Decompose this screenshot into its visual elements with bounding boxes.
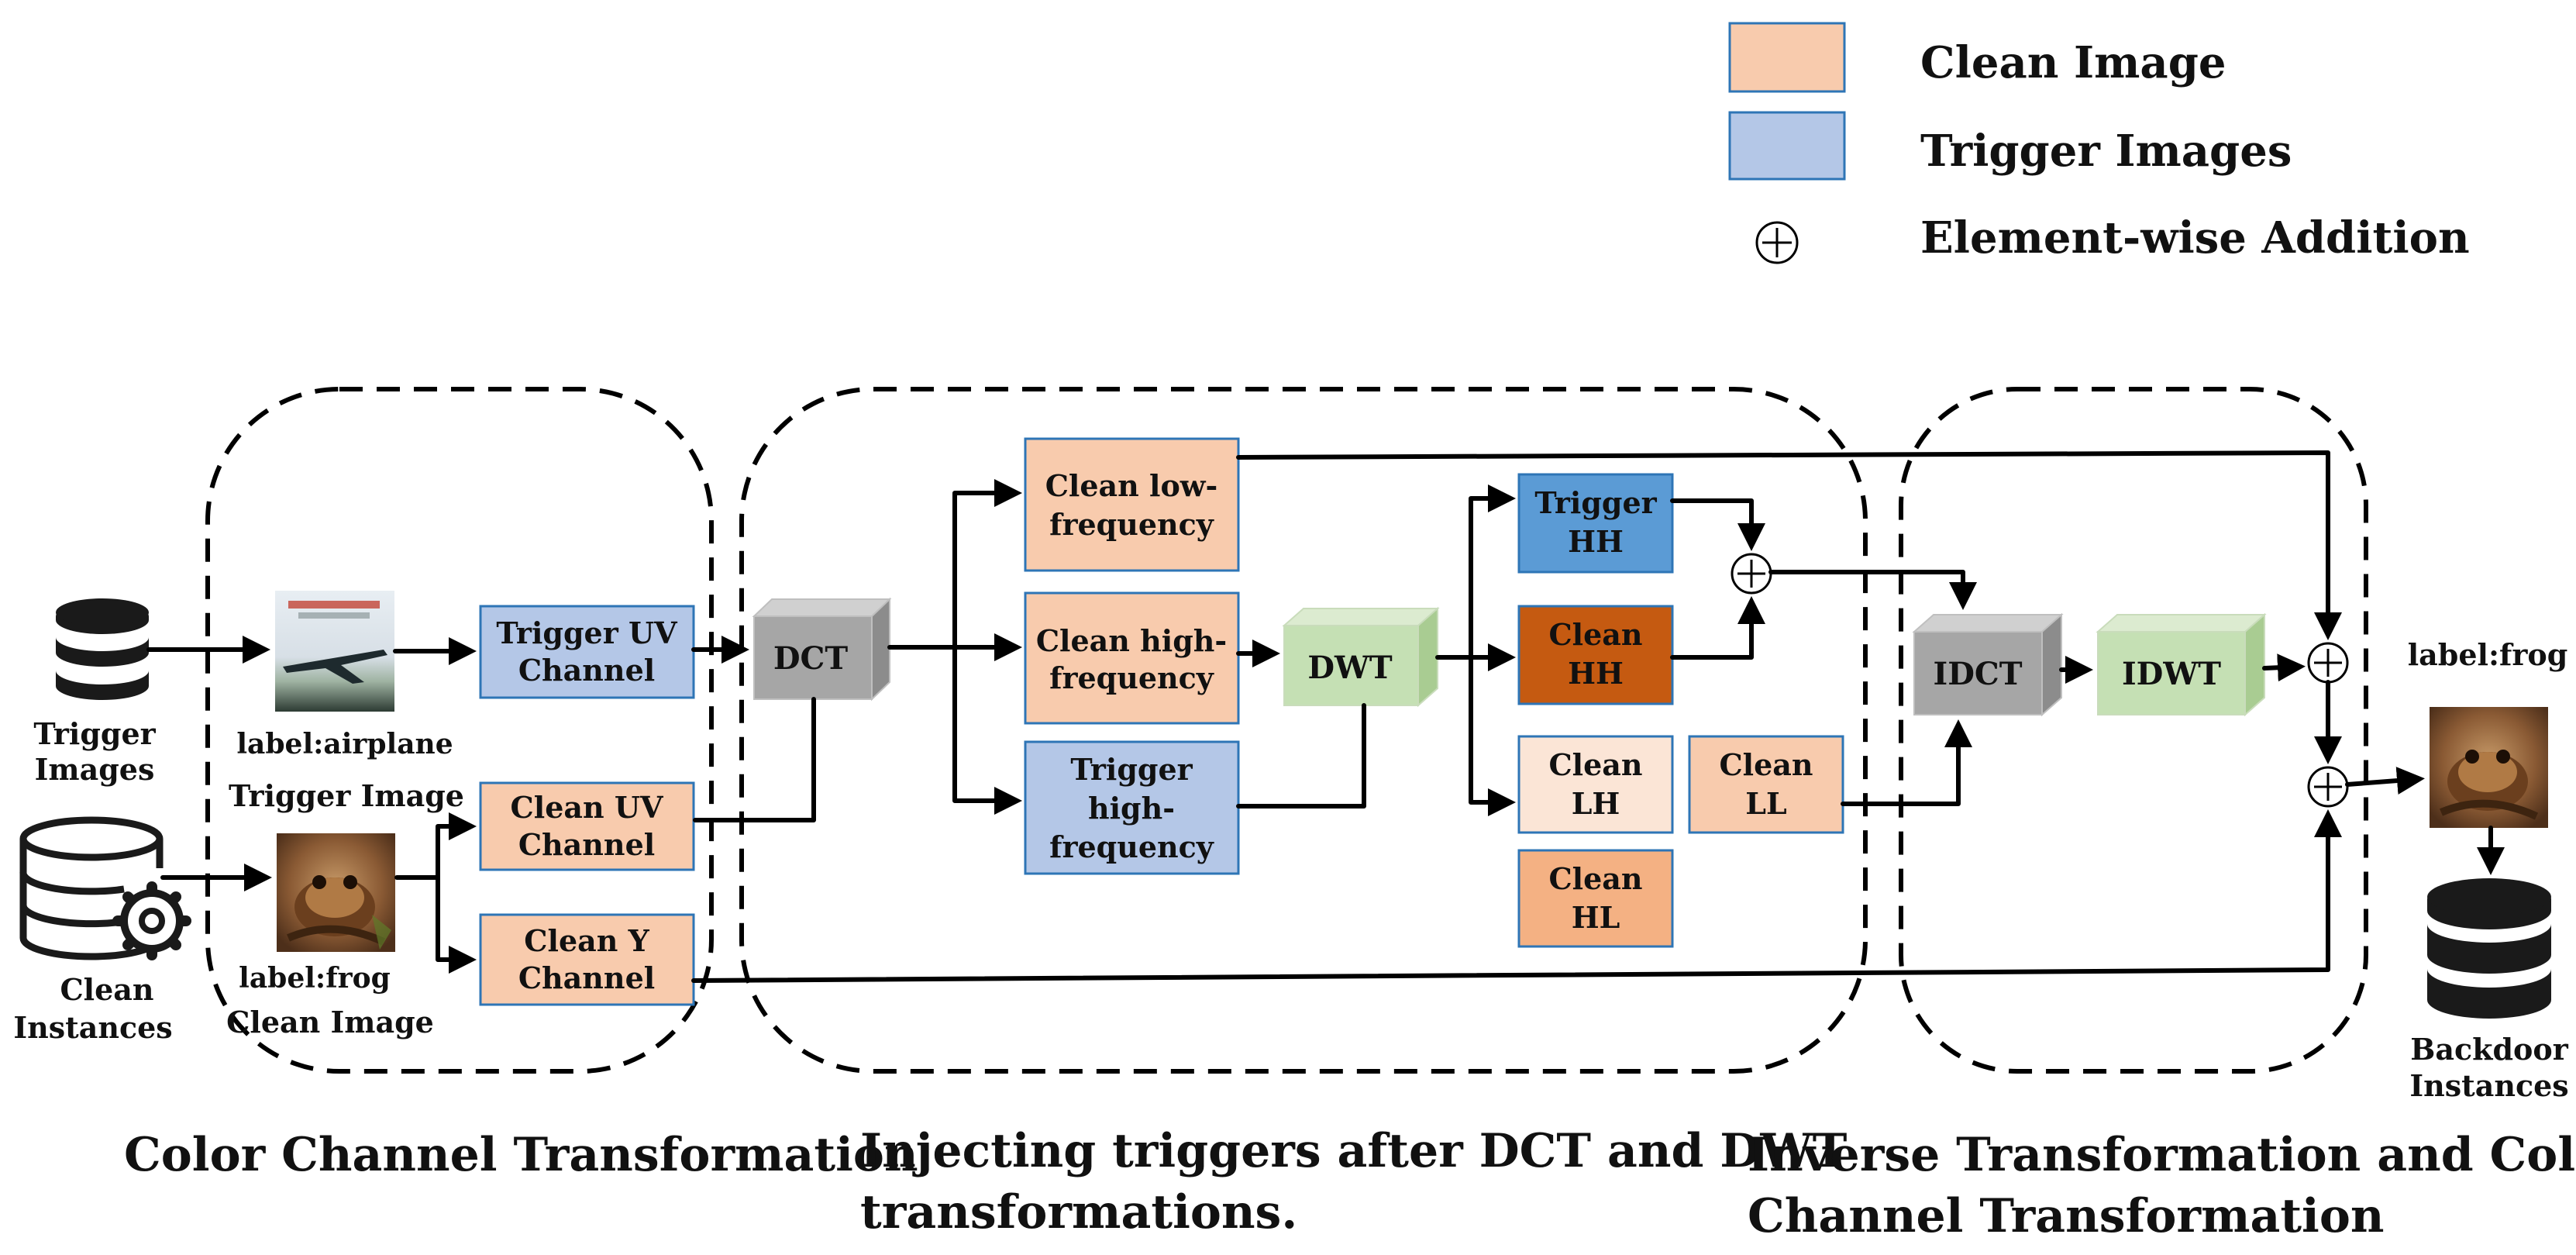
trigger-images-db-label-2: Images — [35, 752, 155, 787]
airplane-trigger-image — [275, 591, 394, 712]
connectors — [146, 450, 2505, 983]
idct-cube: IDCT — [1912, 612, 2064, 717]
legend-addition-label: Element-wise Addition — [1920, 212, 2470, 264]
frog-label-output: label:frog — [2408, 637, 2568, 672]
svg-text:Channel: Channel — [518, 960, 655, 995]
section-inverse-caption-1: Inverse Transformation and Color — [1748, 1128, 2576, 1182]
section-inject-caption-2: transformations. — [860, 1185, 1297, 1239]
svg-text:Channel: Channel — [518, 653, 655, 688]
svg-text:DWT: DWT — [1307, 650, 1393, 686]
frog-clean-image — [277, 833, 395, 952]
svg-text:IDWT: IDWT — [2122, 656, 2221, 692]
svg-text:Trigger UV: Trigger UV — [496, 615, 678, 650]
backdoor-db-label-1: Backdoor — [2410, 1032, 2568, 1067]
svg-text:HH: HH — [1568, 656, 1624, 691]
svg-text:DCT: DCT — [773, 640, 849, 677]
svg-text:Clean: Clean — [1548, 617, 1642, 652]
svg-text:LH: LH — [1572, 786, 1620, 821]
section-inverse-caption-2: Channel Transformation — [1748, 1189, 2384, 1243]
idwt-cube: IDWT — [2096, 612, 2267, 717]
svg-text:Clean: Clean — [1719, 747, 1813, 782]
legend-trigger-label: Trigger Images — [1920, 126, 2292, 177]
addition-node-hh — [1731, 553, 1772, 595]
trigger-images-db-label-1: Trigger — [33, 716, 156, 751]
clean-low-frequency-box: Clean low- frequency — [1024, 437, 1240, 572]
addition-node-lower — [2307, 766, 2349, 808]
legend-trigger-swatch — [1728, 111, 1846, 181]
section-inject-caption-1: Injecting triggers after DCT and DWT — [860, 1124, 1848, 1178]
clean-hl-box: Clean HL — [1517, 849, 1674, 948]
svg-text:HH: HH — [1568, 524, 1624, 559]
addition-node-upper — [2307, 642, 2349, 684]
trigger-high-frequency-box: Trigger high- frequency — [1024, 740, 1240, 875]
clean-lh-box: Clean LH — [1517, 735, 1674, 834]
svg-text:Clean UV: Clean UV — [511, 790, 664, 825]
trigger-hh-box: Trigger HH — [1517, 473, 1674, 574]
svg-text:LL: LL — [1745, 786, 1786, 821]
clean-ll-box: Clean LL — [1688, 735, 1844, 834]
svg-text:HL: HL — [1572, 900, 1620, 935]
svg-text:frequency: frequency — [1049, 829, 1214, 864]
trigger-uv-channel-box: Trigger UV Channel — [479, 605, 695, 699]
clean-y-channel-box: Clean Y Channel — [479, 913, 695, 1006]
svg-text:Trigger: Trigger — [1070, 752, 1193, 787]
legend-clean-label: Clean Image — [1920, 37, 2226, 88]
clean-hh-box: Clean HH — [1517, 605, 1674, 705]
svg-text:Trigger: Trigger — [1534, 485, 1657, 520]
frog-backdoor-image — [2430, 707, 2548, 828]
backdoor-db-label-2: Instances — [2409, 1068, 2568, 1103]
clean-image-caption: Clean Image — [226, 1005, 434, 1040]
svg-text:Clean low-: Clean low- — [1045, 468, 1218, 503]
clean-instances-db-label-1: Clean — [60, 972, 153, 1007]
clean-uv-channel-box: Clean UV Channel — [479, 781, 695, 871]
svg-text:frequency: frequency — [1049, 660, 1214, 695]
section-inject-border — [739, 387, 1868, 1074]
svg-text:Clean high-: Clean high- — [1036, 623, 1227, 658]
section-color-caption: Color Channel Transformation — [124, 1128, 918, 1182]
svg-text:Channel: Channel — [518, 827, 655, 862]
svg-text:Clean: Clean — [1548, 747, 1642, 782]
clean-instances-database-icon — [19, 816, 191, 960]
svg-text:IDCT: IDCT — [1934, 656, 2023, 692]
airplane-label: label:airplane — [236, 728, 453, 760]
dwt-cube: DWT — [1282, 606, 1440, 708]
svg-text:high-: high- — [1088, 791, 1175, 826]
svg-text:Clean Y: Clean Y — [524, 923, 649, 958]
svg-text:Clean: Clean — [1548, 861, 1642, 896]
svg-text:frequency: frequency — [1049, 507, 1214, 542]
backdoor-instances-database-icon — [2427, 878, 2551, 1019]
legend-clean-swatch — [1728, 22, 1846, 93]
trigger-image-caption: Trigger Image — [229, 778, 464, 813]
legend-addition-icon — [1755, 221, 1799, 264]
frog-label-input: label:frog — [239, 962, 391, 995]
trigger-images-database-icon — [56, 598, 149, 700]
dct-cube: DCT — [752, 597, 892, 702]
section-inverse-border — [1899, 387, 2368, 1074]
section-color-border — [205, 387, 714, 1074]
legend: Clean Image Trigger Images Element-wise … — [1728, 22, 2470, 264]
clean-instances-db-label-2: Instances — [13, 1010, 172, 1045]
clean-high-frequency-box: Clean high- frequency — [1024, 591, 1240, 725]
